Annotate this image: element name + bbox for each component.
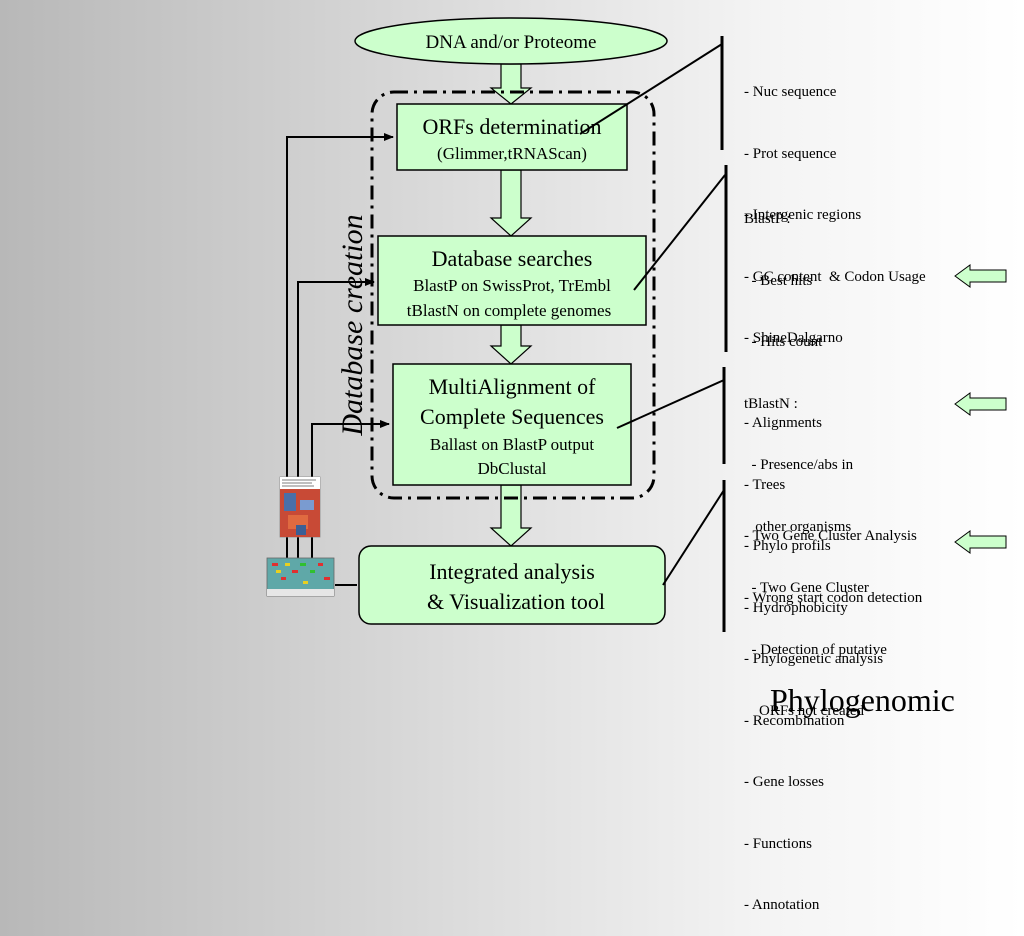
orfs-node-sub: (Glimmer,tRNAScan) — [437, 144, 587, 163]
note-item: - Alignments — [744, 415, 822, 431]
note-item: - Phylogenetic analysis — [744, 651, 884, 667]
db-search-node-line1: BlastP on SwissProt, TrEmbl — [413, 276, 611, 295]
note-item: - Two Gene Cluster Analysis — [744, 528, 917, 544]
note-item: - Two Gene Cluster — [744, 580, 869, 596]
notes-integrated: - Two Gene Cluster Analysis - Wrong star… — [744, 485, 922, 936]
pipeline-diagram: DNA and/or Proteome ORFs determination (… — [266, 17, 1007, 632]
note-item: - Recombination — [744, 712, 845, 729]
flow-arrow-multialign-integrated — [489, 484, 533, 547]
note-item: - Presence/abs in — [744, 457, 854, 473]
note-item: BlastP : — [744, 211, 791, 227]
notes-multialign: - Alignments - Trees - Phylo profils - H… — [744, 372, 848, 639]
integrated-node-title2: & Visualization tool — [427, 589, 605, 614]
orfs-node-title: ORFs determination — [422, 114, 601, 139]
notes-orfs: - Nuc sequence - Prot sequence - Interge… — [744, 41, 926, 369]
leader-integrated — [662, 489, 725, 586]
integrated-node — [358, 545, 666, 625]
multialign-node-line2: DbClustal — [478, 459, 547, 478]
note-item: - Annotation — [744, 897, 820, 913]
connector-to-multialign — [311, 420, 390, 560]
multialign-node — [392, 363, 632, 486]
connector-to-orfs — [286, 133, 394, 560]
multialign-node-line1: Ballast on BlastP output — [430, 435, 594, 454]
database-creation-label: Database creation — [336, 214, 369, 436]
multialign-node-title1: MultiAlignment of — [429, 374, 597, 399]
db-search-node-title: Database searches — [432, 246, 593, 271]
note-item: - Intergenic regions — [744, 207, 862, 223]
leader-lines — [579, 43, 726, 586]
multialign-node-title2: Complete Sequences — [420, 404, 604, 429]
note-item: - Phylo profils — [744, 538, 831, 554]
note-item: - Functions — [744, 835, 812, 852]
note-item: - Wrong start codon detection — [744, 589, 923, 606]
note-item: - Best hits — [744, 272, 813, 289]
slide-title: Phylogenomic — [770, 682, 955, 718]
highlight-arrows — [954, 264, 1007, 554]
leader-db-search — [633, 174, 726, 291]
highlight-arrow-multialign — [954, 392, 1007, 416]
note-item: - Gene losses — [744, 774, 824, 790]
note-item: - Detection of putative — [744, 641, 887, 658]
note-item: tBlastN : — [744, 395, 798, 412]
note-item: - Trees — [744, 476, 786, 493]
note-item: ORFs not created — [744, 703, 864, 719]
flow-arrows — [489, 63, 533, 547]
leader-orfs — [579, 43, 723, 135]
flow-arrow-db-multialign — [489, 324, 533, 365]
phylogeny-screenshot-thumbnail — [279, 476, 321, 538]
leader-multialign — [616, 379, 725, 429]
note-item: - ShineDalgarno — [744, 330, 843, 346]
note-item: - GC content & Codon Usage — [744, 268, 926, 285]
gene-cluster-screenshot-thumbnail — [266, 557, 335, 597]
input-node-label: DNA and/or Proteome — [426, 32, 597, 53]
notes-db-search: BlastP : - Best hits - Hits count tBlast… — [744, 168, 887, 742]
note-item: - Hydrophobicity — [744, 599, 848, 616]
note-brackets — [720, 36, 728, 632]
highlight-arrow-db-search — [954, 264, 1007, 288]
db-search-node — [377, 235, 647, 326]
note-item: - Nuc sequence — [744, 84, 837, 100]
flow-arrow-input-orfs — [489, 63, 533, 105]
note-item: - Hits count — [744, 334, 823, 350]
connector-to-db-search — [297, 278, 375, 560]
note-item: other organisms — [744, 518, 852, 535]
highlight-arrow-integrated — [954, 530, 1007, 554]
database-creation-group — [370, 90, 656, 500]
note-item: - Prot sequence — [744, 145, 837, 162]
orfs-node — [396, 103, 628, 171]
db-search-node-line2: tBlastN on complete genomes — [407, 301, 611, 320]
input-node — [354, 17, 668, 65]
flow-arrow-orfs-db — [489, 169, 533, 237]
integrated-node-title1: Integrated analysis — [429, 559, 595, 584]
